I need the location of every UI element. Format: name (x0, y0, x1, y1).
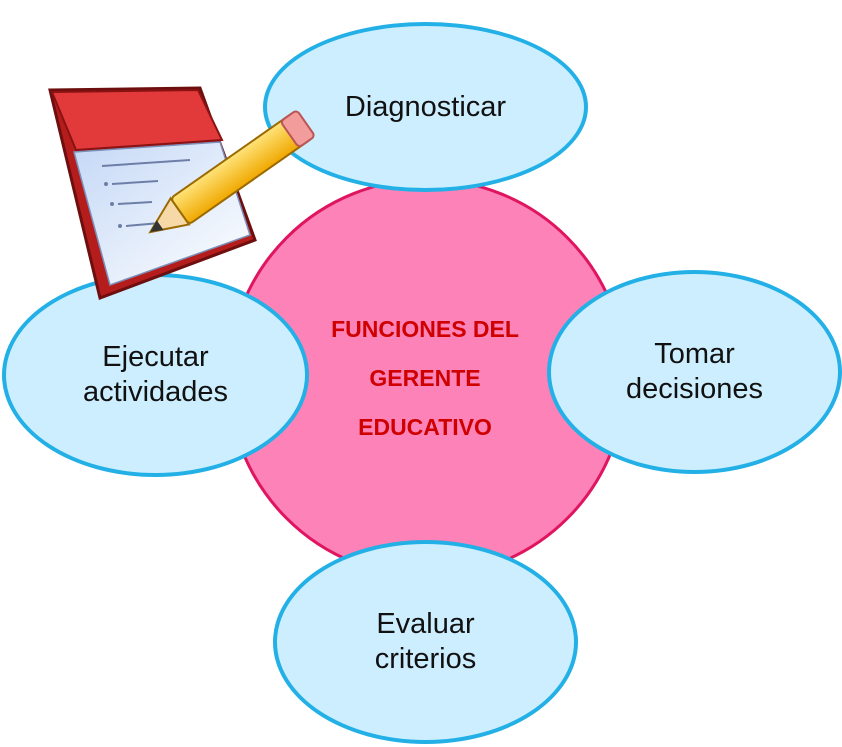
node-tomar-decisiones: Tomar decisiones (547, 270, 842, 474)
node-tomar-label-line-1: Tomar (654, 338, 735, 370)
node-ejecutar-actividades: Ejecutar actividades (2, 273, 309, 477)
notepad-pencil-icon (48, 86, 315, 300)
node-ejecutar-label-line-1: Ejecutar (102, 341, 209, 373)
node-tomar-label-line-2: decisiones (625, 373, 764, 405)
central-title-line-2: GERENTE (369, 365, 481, 391)
central-title-line-3: EDUCATIVO (358, 414, 492, 440)
node-diagnosticar-label: Diagnosticar (344, 90, 507, 123)
node-evaluar-criterios: Evaluar criterios (273, 540, 578, 744)
node-ejecutar-label-line-2: actividades (82, 376, 229, 408)
central-title: FUNCIONES DEL GERENTE EDUCATIVO (290, 305, 560, 452)
node-diagnosticar: Diagnosticar (263, 22, 588, 192)
node-evaluar-label-line-1: Evaluar (376, 608, 475, 640)
central-title-line-1: FUNCIONES DEL (331, 316, 519, 342)
node-evaluar-label-line-2: criterios (374, 643, 477, 675)
